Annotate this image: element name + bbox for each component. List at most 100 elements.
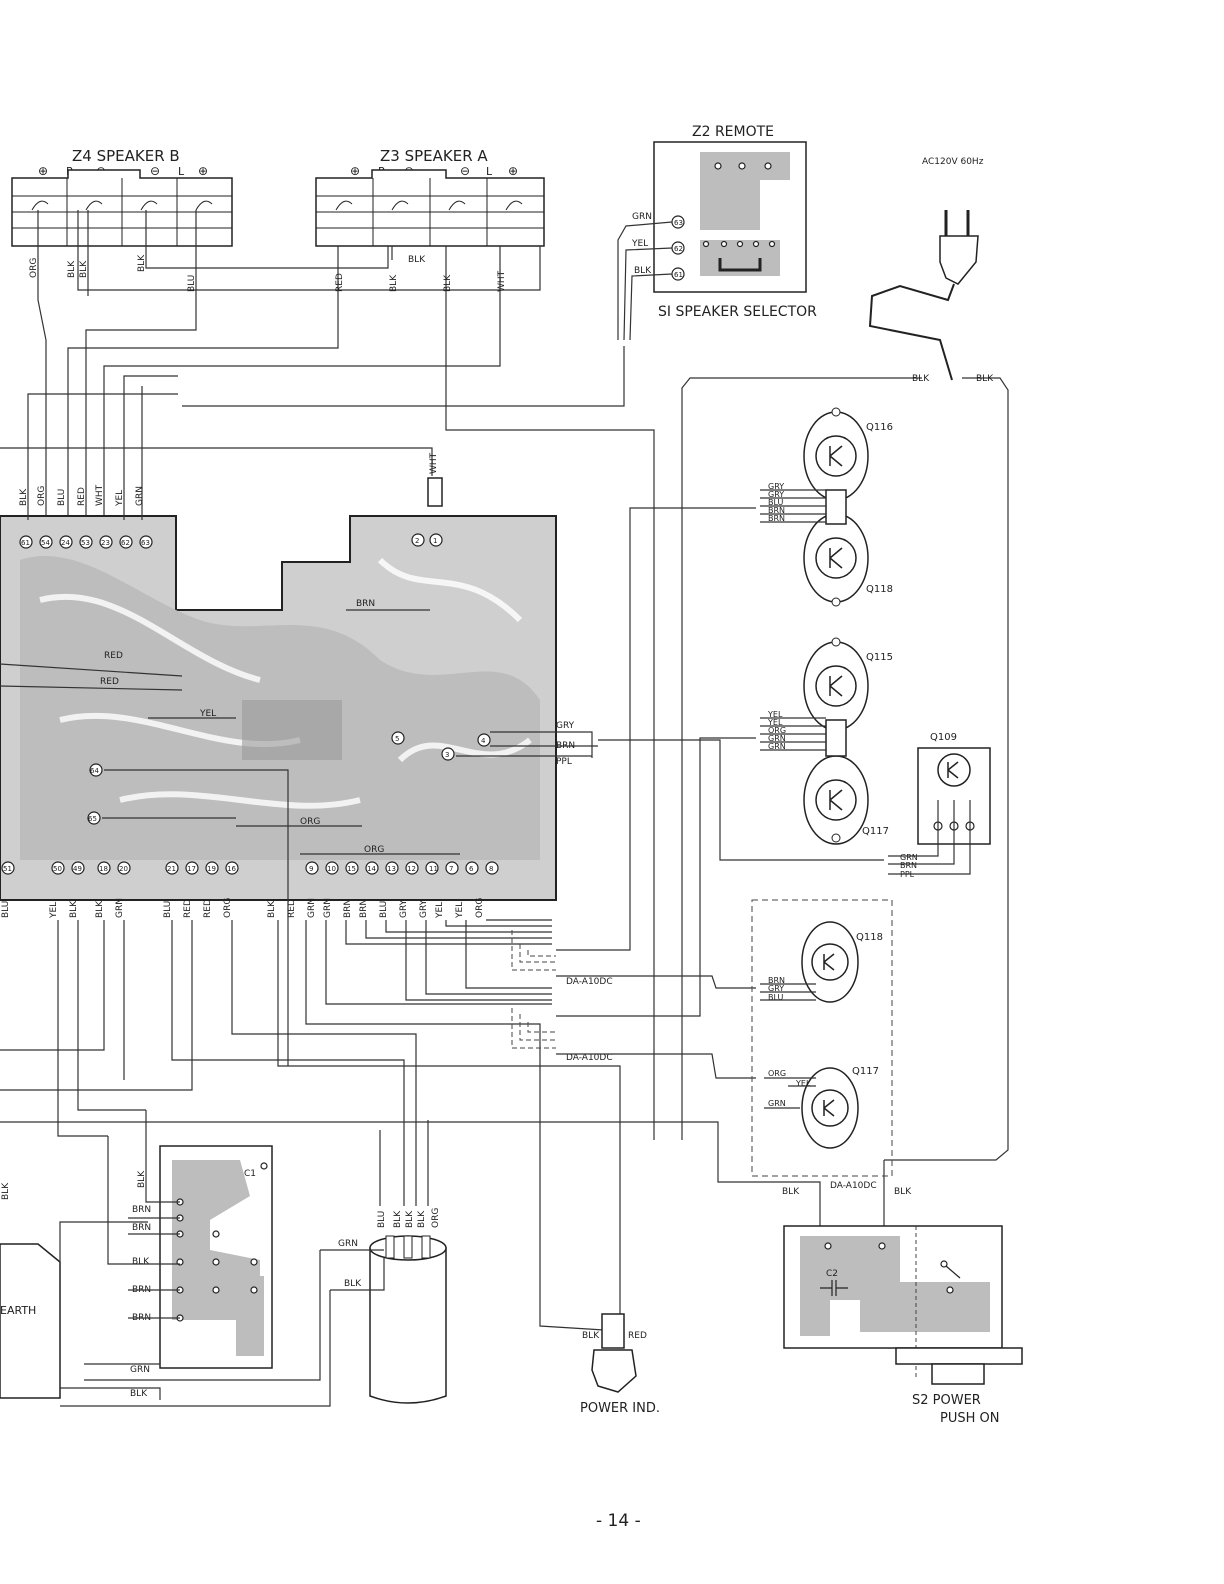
opt-q118-wire-3: BLU [768,993,784,1002]
opt-q117-wire-3: GRN [768,1099,786,1108]
top-pin-1: 61 [21,539,30,547]
pb-left-wire: BLK [1,1182,11,1200]
remote-title: Z2 REMOTE [692,124,774,140]
g2-wire-3: ORG [768,726,786,735]
speaker-b-pol-4: ⊖ [150,164,160,178]
ac-wire-1: BLK [912,374,930,384]
bw-left-9: ORG [223,898,233,918]
speaker-mid-wire: BLK [408,255,426,265]
top-wire-5: WHT [95,484,105,506]
g1-wire-5: BRN [768,514,785,523]
g1-wire-3: BLU [768,498,784,507]
speaker-a-wire-2: BLK [389,274,399,292]
g2-wire-5: GRN [768,742,786,751]
power-board: BLK BRN BRN BLK BRN BRN C1 GRN BLK BLK [1,1110,273,1400]
speaker-b-wire-1: ORG [29,258,39,278]
transistor-q117: Q117 [803,755,889,845]
right-wire-ppl: PPL [556,757,572,767]
shield-pin-2: 2 [415,537,419,545]
top-wire-1: BLK [19,488,29,506]
bottom-pin-13: 14 [367,865,376,873]
pb-bottom-grn: GRN [130,1365,150,1375]
remote-wire-yel: YEL [631,239,648,249]
speaker-wiring: ORG BLK BLK BLK BLU BLK RED BLK BLK WHT [29,210,655,1140]
transistor-q118: Q118 [803,513,893,607]
speaker-a-pol-5: L [486,165,493,178]
speaker-b-wire-4: BLK [137,254,147,272]
bw-right-9: GRY [419,899,429,918]
opt-q117-wire-1: ORG [768,1069,786,1078]
g2-wire-2: YEL [767,718,783,727]
inner-label-red-2: RED [100,677,119,687]
bw-right-4: GRN [323,898,333,918]
bw-left-2: YEL [49,902,59,919]
transistor-q115: Q115 [803,637,893,731]
bottom-pin-1: 51 [3,865,12,873]
bw-left-3: BLK [69,900,79,918]
page-number: - 14 - [596,1511,641,1531]
power-switch-s2: BLK BLK C2 S2 POWER PUSH ON [782,1160,1023,1426]
s2-wire-2: BLK [894,1187,912,1197]
bottom-pin-6: 21 [167,865,176,873]
inner-label-org-2: ORG [364,845,384,855]
remote-selector: Z2 REMOTE 63 62 61 GRN YEL BLK SI SPEAKE… [182,124,817,407]
bw-left-7: RED [183,899,193,918]
bw-right-6: BRN [359,899,369,918]
top-wire-3: BLU [57,489,67,506]
pcb-bottom-pins: 51 50 49 18 20 21 17 19 16 9 10 15 14 13… [1,861,499,875]
bottom-pin-16: 11 [429,865,438,873]
bw-left-1: BLU [1,901,11,918]
mid-pin-5: 5 [395,735,399,743]
ac-label: AC120V 60Hz [922,157,984,167]
transistor-q116: Q116 [803,407,893,501]
inner-label-brn: BRN [356,599,375,609]
speaker-b-wire-3: BLK [79,260,89,278]
top-pin-5: 23 [101,539,110,547]
s2-subtitle: PUSH ON [940,1411,999,1426]
pb-wire-1: BLK [137,1170,147,1188]
option-tag-2: DA-A10DC [566,1053,613,1063]
bw-right-12: ORG [475,898,485,918]
transformer: EARTH [0,1221,148,1399]
g2-wire-1: YEL [767,710,783,719]
pcb-top-wires: BLK ORG BLU RED WHT YEL GRN 61 54 24 53 … [19,375,178,549]
s2-cap-label: C2 [826,1269,838,1279]
opt-q117-wire-2: YEL [795,1079,811,1088]
bw-left-4: BLK [95,900,105,918]
opt-q118-wire-2: GRY [768,984,784,993]
bottom-pin-11: 10 [327,865,336,873]
speaker-a-pol-4: ⊖ [460,164,470,178]
remote-wire-grn: GRN [632,212,652,222]
bottom-pin-5: 20 [119,865,128,873]
power-ind-wire-red: RED [628,1331,647,1341]
speaker-b-wire-5: BLU [187,275,197,292]
speaker-a-wire-3: BLK [443,274,453,292]
speaker-b-pol-5: L [178,165,185,178]
top-pin-3: 24 [61,539,70,547]
remote-pin-61: 61 [674,271,683,279]
pcb-bottom-wires: BLU YEL BLK BLK GRN BLU RED RED ORG BLK … [0,507,821,1331]
speaker-selector-label: SI SPEAKER SELECTOR [658,304,817,320]
g1-wire-4: BRN [768,506,785,515]
pb-cap-label: C1 [244,1169,256,1179]
top-wire-2: ORG [37,486,47,506]
bottom-pin-9: 16 [227,865,236,873]
q118-label: Q118 [866,584,893,595]
bw-right-3: GRN [307,898,317,918]
bw-left-5: GRN [115,898,125,918]
opt-q118-label: Q118 [856,932,883,943]
remote-pin-62: 62 [674,245,683,253]
mid-pin-64: 64 [90,767,99,775]
speaker-a-pol-1: ⊕ [350,164,360,178]
cap-wire-1: BLU [377,1211,387,1228]
pb-wire-2: BRN [132,1205,151,1215]
speaker-a-wire-4: WHT [497,270,507,292]
bw-right-7: BLU [379,901,389,918]
bottom-pin-19: 8 [489,865,493,873]
main-capacitor: BLU BLK BLK BLK ORG GRN BLK [60,1208,447,1407]
speaker-b-terminal: Z4 SPEAKER B ⊕ R ⊖ ⊖ L ⊕ [11,147,233,247]
cap-wire-3: BLK [405,1210,415,1228]
group2-wires: YEL YEL ORG GRN GRN [760,710,826,751]
speaker-a-pol-6: ⊕ [508,164,518,178]
